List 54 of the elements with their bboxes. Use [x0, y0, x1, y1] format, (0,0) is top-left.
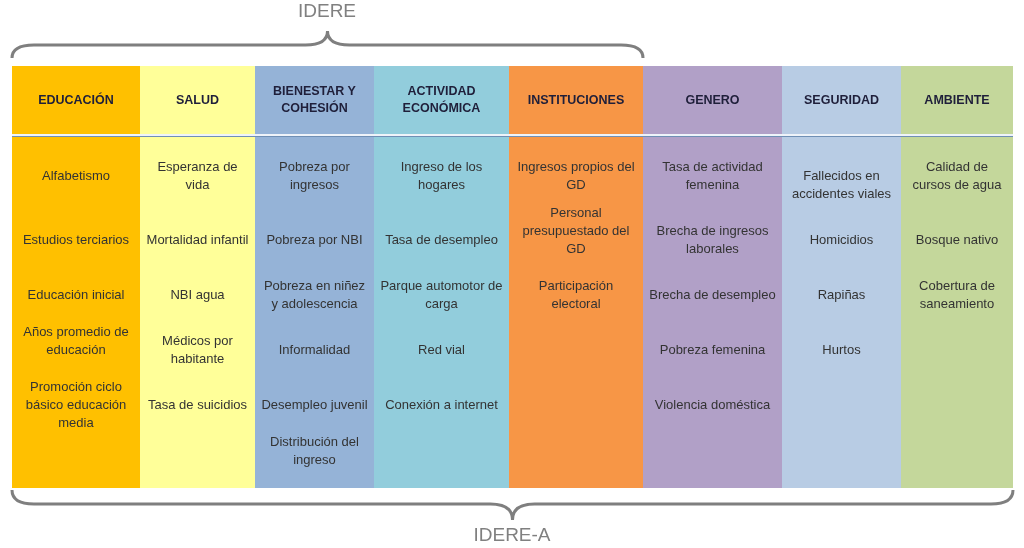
category-column [12, 66, 140, 488]
category-column [782, 66, 901, 488]
category-column [643, 66, 782, 488]
indicator-label: Educación inicial [26, 286, 126, 304]
indicator-label: Esperanza de vida [156, 158, 239, 194]
indicator-label: Promoción ciclo básico educación media [24, 378, 128, 432]
category-column [255, 66, 374, 488]
bracket-label: IDERE-A [473, 524, 551, 546]
column-heading: AMBIENTE [923, 91, 991, 109]
indicator-label: Tasa de actividad femenina [661, 158, 764, 194]
column-heading: ACTIVIDAD ECONÓMICA [401, 83, 482, 117]
indicator-label: Red vial [417, 341, 466, 359]
indicator-label: Brecha de desempleo [648, 286, 777, 304]
indicator-label: Personal presupuestado del GD [521, 204, 631, 258]
indicator-label: Alfabetismo [41, 167, 111, 185]
indicator-label: Brecha de ingresos laborales [655, 222, 770, 258]
indicator-label: Hurtos [821, 341, 862, 359]
indicator-label: Parque automotor de carga [379, 277, 504, 313]
column-heading: SEGURIDAD [803, 91, 880, 109]
indicator-label: Pobreza en niñez y adolescencia [262, 277, 367, 313]
category-column [374, 66, 509, 488]
indicator-label: Participación electoral [537, 277, 615, 313]
indicator-label: Pobreza femenina [658, 341, 767, 359]
indicator-label: Ingresos propios del GD [516, 158, 636, 194]
column-heading: INSTITUCIONES [526, 91, 626, 109]
indicator-label: Cobertura de saneamiento [918, 277, 996, 313]
indicator-label: Tasa de suicidios [147, 396, 248, 414]
indicator-label: Pobreza por ingresos [278, 158, 351, 194]
indicator-label: Ingreso de los hogares [399, 158, 484, 194]
indicator-label: Desempleo juvenil [260, 396, 369, 414]
indicator-label: Homicidios [808, 231, 875, 249]
indicator-label: Médicos por habitante [161, 332, 234, 368]
indicator-label: Calidad de cursos de agua [911, 158, 1003, 194]
column-heading: SALUD [174, 91, 221, 109]
category-column [901, 66, 1013, 488]
indicator-label: Estudios terciarios [21, 231, 131, 249]
category-column [140, 66, 255, 488]
category-column [509, 66, 643, 488]
indicator-label: Rapiñas [816, 286, 867, 304]
indicator-label: Mortalidad infantil [145, 231, 250, 249]
indicator-label: Años promedio de educación [22, 323, 130, 359]
indicator-label: NBI agua [169, 286, 226, 304]
indicator-label: Bosque nativo [914, 231, 1000, 249]
indicator-label: Violencia doméstica [653, 396, 772, 414]
indicator-label: Conexión a internet [384, 396, 499, 414]
column-heading: BIENESTAR Y COHESIÓN [272, 83, 357, 117]
indicator-label: Fallecidos en accidentes viales [791, 167, 892, 203]
indicator-label: Tasa de desempleo [384, 231, 499, 249]
column-heading: EDUCACIÓN [37, 91, 115, 109]
indicator-label: Pobreza por NBI [265, 231, 364, 249]
indicator-label: Informalidad [277, 341, 352, 359]
bracket-label: IDERE [297, 0, 357, 22]
indicator-label: Distribución del ingreso [269, 433, 360, 469]
column-heading: GENERO [684, 91, 741, 109]
